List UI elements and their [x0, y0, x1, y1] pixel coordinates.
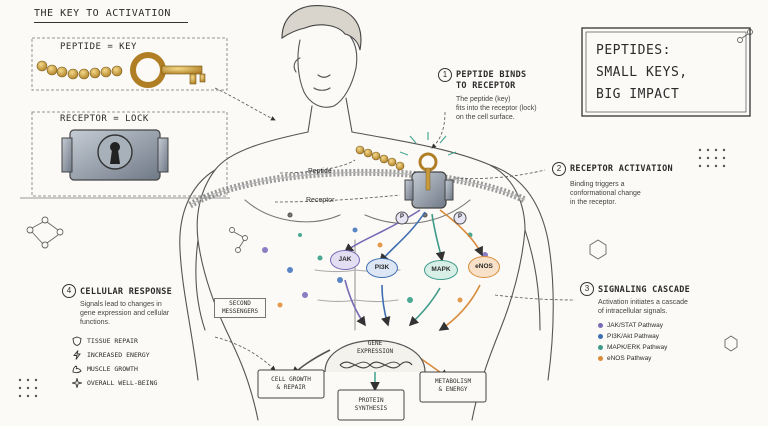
phosphate-p-1: P: [399, 214, 404, 220]
key-illustration: [36, 52, 206, 88]
second-messengers-line1: SECOND: [229, 300, 251, 307]
gene-expression-line2: EXPRESSION: [356, 348, 394, 355]
lock-illustration: [20, 129, 230, 199]
response-tissue-repair: TISSUE REPAIR: [72, 334, 157, 348]
node-pi3k: PI3K: [366, 258, 398, 278]
response-muscle-growth: MUSCLE GROWTH: [72, 362, 157, 376]
receptor-label: Receptor: [306, 197, 335, 204]
legend-item-jak-stat: JAK/STAT Pathway: [598, 320, 667, 331]
peptide-chain: [355, 132, 457, 191]
shield-icon: [72, 336, 82, 346]
legend-label: JAK/STAT Pathway: [607, 322, 663, 329]
headline: PEPTIDES: SMALL KEYS, BIG IMPACT: [596, 40, 688, 106]
headline-line2: SMALL KEYS,: [596, 65, 688, 80]
second-messengers-label: SECOND MESSENGERS: [214, 298, 266, 318]
lightning-icon: [73, 350, 81, 360]
step-2-desc-line: Binding triggers a: [570, 181, 625, 188]
headline-line1: PEPTIDES:: [596, 43, 671, 58]
node-mapk: MAPK: [424, 260, 458, 280]
left-title: THE KEY TO ACTIVATION: [34, 8, 171, 19]
step-1-desc-line: on the cell surface.: [456, 114, 515, 121]
gene-expression-line1: GENE: [367, 340, 383, 347]
left-title-underline: [34, 22, 188, 23]
step-4-title: CELLULAR RESPONSE: [80, 287, 173, 297]
protein-synthesis-line2: SYNTHESIS: [354, 405, 388, 412]
step-2-desc-line: in the receptor.: [570, 199, 617, 206]
protein-synthesis-label: PROTEIN SYNTHESIS: [338, 397, 404, 413]
second-messengers-line2: MESSENGERS: [221, 308, 259, 315]
legend-label: PI3K/Akt Pathway: [607, 333, 660, 340]
step-4-desc-line: Signals lead to changes in: [80, 301, 162, 308]
step-1-desc-line: The peptide (key): [456, 96, 511, 103]
phosphate-p-2: P: [457, 214, 462, 220]
step-4-number: 4: [62, 284, 76, 298]
step-1-title-line2: TO RECEPTOR: [456, 81, 516, 91]
step-4-desc: Signals lead to changes in gene expressi…: [80, 300, 169, 327]
step-2-number: 2: [552, 162, 566, 176]
node-enos: eNOS: [468, 256, 500, 278]
metabolism-label: METABOLISM & ENERGY: [420, 378, 486, 394]
sparkle-icon: [72, 378, 82, 388]
step-1-number: 1: [438, 68, 452, 82]
legend-label: MAPK/ERK Pathway: [607, 344, 668, 351]
response-label: OVERALL WELL-BEING: [87, 379, 158, 387]
receptor-equals-lock: RECEPTOR = LOCK: [60, 114, 149, 124]
response-list: TISSUE REPAIR INCREASED ENERGY MUSCLE GR…: [72, 334, 157, 390]
legend-dot: [598, 345, 603, 350]
metabolism-line1: METABOLISM: [434, 378, 472, 385]
step-1-title: PEPTIDE BINDS TO RECEPTOR: [456, 70, 526, 92]
step-1-desc: The peptide (key) fits into the receptor…: [456, 95, 537, 122]
step-4-desc-line: functions.: [80, 319, 110, 326]
response-label: TISSUE REPAIR: [87, 337, 138, 345]
step-3-desc-line: of intracellular signals.: [598, 308, 668, 315]
response-label: INCREASED ENERGY: [87, 351, 150, 359]
step-2-desc-line: conformational change: [570, 190, 641, 197]
peptide-equals-key: PEPTIDE = KEY: [60, 42, 137, 52]
gene-expression-dome: [324, 339, 426, 373]
muscle-icon: [72, 365, 82, 374]
headline-frame: [581, 27, 751, 117]
legend-dot: [598, 323, 603, 328]
step-2-desc: Binding triggers a conformational change…: [570, 180, 641, 207]
legend-item-pi3k-akt: PI3K/Akt Pathway: [598, 331, 667, 342]
peptide-label: Peptide: [308, 168, 332, 175]
step-3-number: 3: [580, 282, 594, 296]
gene-expression-label: GENE EXPRESSION: [345, 340, 405, 356]
step-3-desc: Activation initiates a cascade of intrac…: [598, 298, 688, 316]
cell-growth-line1: CELL GROWTH: [271, 376, 311, 383]
cell-membrane: [188, 168, 527, 209]
dot-grid-decoration: [18, 148, 726, 398]
legend-dot: [598, 334, 603, 339]
response-label: MUSCLE GROWTH: [87, 365, 138, 373]
step-3-title: SIGNALING CASCADE: [598, 285, 691, 295]
step-1-title-line1: PEPTIDE BINDS: [456, 70, 527, 80]
left-dashed-box: [31, 37, 228, 197]
legend-dot: [598, 356, 603, 361]
response-increased-energy: INCREASED ENERGY: [72, 348, 157, 362]
pathway-legend: JAK/STAT Pathway PI3K/Akt Pathway MAPK/E…: [598, 320, 667, 364]
legend-item-mapk-erk: MAPK/ERK Pathway: [598, 342, 667, 353]
phosphate-markers: [395, 211, 467, 225]
response-overall-wellbeing: OVERALL WELL-BEING: [72, 376, 157, 390]
step-2-title: RECEPTOR ACTIVATION: [570, 164, 673, 174]
cell-growth-line2: & REPAIR: [276, 384, 306, 391]
legend-label: eNOS Pathway: [607, 355, 652, 362]
metabolism-line2: & ENERGY: [438, 386, 468, 393]
node-jak: JAK: [330, 250, 360, 270]
protein-synthesis-line1: PROTEIN: [358, 397, 384, 404]
cell-growth-label: CELL GROWTH & REPAIR: [258, 376, 324, 392]
outcome-boxes: [257, 369, 487, 421]
step-1-desc-line: fits into the receptor (lock): [456, 105, 537, 112]
legend-item-enos: eNOS Pathway: [598, 353, 667, 364]
signaling-arrows: [290, 209, 483, 392]
step-3-desc-line: Activation initiates a cascade: [598, 299, 688, 306]
pointer-lines: [214, 87, 576, 371]
headline-line3: BIG IMPACT: [596, 87, 680, 102]
step-4-desc-line: gene expression and cellular: [80, 310, 170, 317]
